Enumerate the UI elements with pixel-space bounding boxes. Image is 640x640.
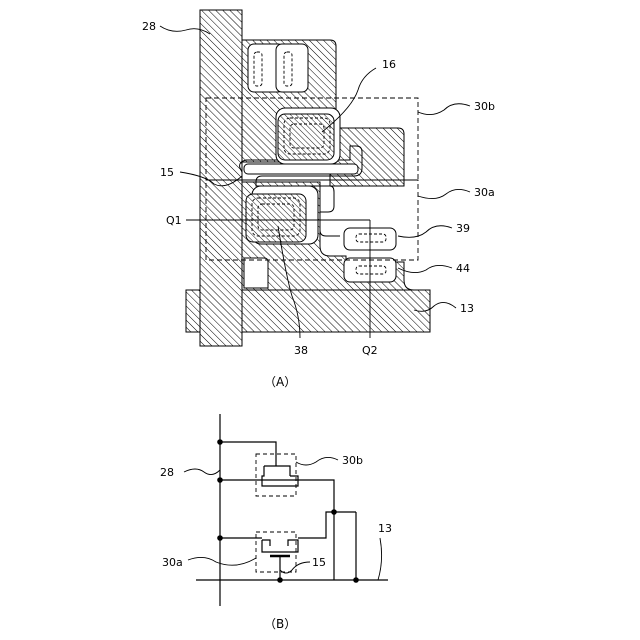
label-28: 28 xyxy=(142,20,156,33)
leader-44 xyxy=(398,265,452,272)
label-b-13: 13 xyxy=(378,522,392,535)
leader-b-30b xyxy=(296,457,338,465)
leader-b-30a xyxy=(188,557,256,565)
leader-30b xyxy=(418,104,470,115)
label-44: 44 xyxy=(456,262,470,275)
label-b-28: 28 xyxy=(160,466,174,479)
contact-pad-top xyxy=(248,44,308,92)
label-15: 15 xyxy=(160,166,174,179)
node-5 xyxy=(278,578,282,582)
node-3 xyxy=(218,536,222,540)
t30b-top-wire xyxy=(220,442,276,466)
node-1 xyxy=(218,440,222,444)
gate-strip-mid xyxy=(244,164,358,174)
label-b-30a: 30a xyxy=(162,556,183,569)
label-b-15: 15 xyxy=(312,556,326,569)
label-b-30b: 30b xyxy=(342,454,363,467)
notch xyxy=(244,258,268,288)
figure-a-layout: 28 16 30b 15 30a Q1 39 44 13 38 Q2 （A） xyxy=(142,10,495,389)
leader-39 xyxy=(398,226,452,238)
leader-b-15 xyxy=(280,562,310,573)
label-q1: Q1 xyxy=(166,214,182,227)
t30b-gate xyxy=(262,466,298,486)
transistor-q1 xyxy=(246,186,318,244)
label-30b: 30b xyxy=(474,100,495,113)
caption-b: （B） xyxy=(264,617,296,631)
label-16: 16 xyxy=(382,58,396,71)
label-q2: Q2 xyxy=(362,344,378,357)
leader-b-13 xyxy=(378,538,382,580)
label-13: 13 xyxy=(460,302,474,315)
caption-a: （A） xyxy=(264,375,296,389)
node-2 xyxy=(218,478,222,482)
t30a-side-wire xyxy=(298,512,334,538)
label-30a: 30a xyxy=(474,186,495,199)
label-39: 39 xyxy=(456,222,470,235)
leader-b-28 xyxy=(184,469,220,475)
leader-30a xyxy=(418,189,470,198)
t30a-gate xyxy=(262,540,298,552)
label-38: 38 xyxy=(294,344,308,357)
transistor-16 xyxy=(276,108,340,164)
figure-b-circuit xyxy=(184,414,388,606)
